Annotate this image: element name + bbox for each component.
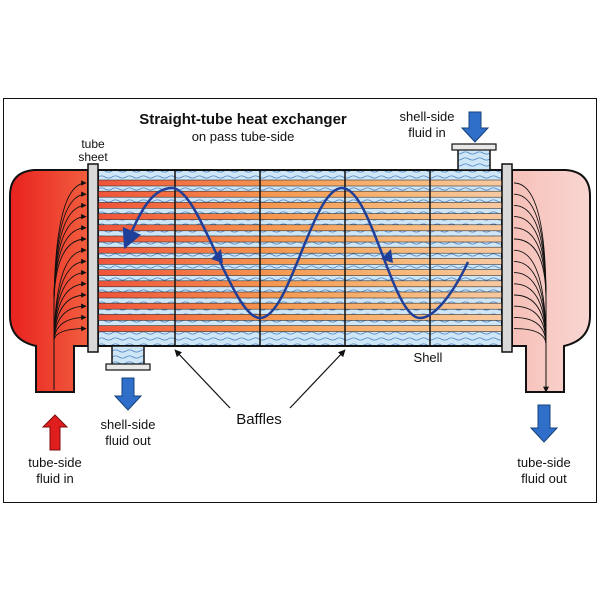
tube	[97, 235, 503, 243]
shell-outlet-arrow-icon	[113, 377, 143, 411]
shell-inlet-nozzle	[457, 147, 491, 171]
shell-outlet-flange	[105, 363, 151, 371]
tube-sheet-label-line1: tube	[81, 137, 105, 151]
tube-outlet-arrow-icon	[529, 404, 559, 443]
tube-sheet-left	[87, 163, 99, 353]
tube-out-label-line1: tube-side	[517, 455, 570, 470]
tube-inlet-flow-arrow	[53, 325, 87, 341]
shell-in-label-line2: fluid in	[408, 125, 446, 140]
tube	[97, 213, 503, 220]
tube-in-label-line1: tube-side	[28, 455, 81, 470]
tube	[97, 258, 503, 265]
shell-in-label-line1: shell-side	[400, 109, 455, 124]
tube	[97, 280, 503, 288]
tube	[97, 325, 503, 332]
tube-inlet-arrow-icon	[41, 414, 69, 451]
shell-inlet-flange	[451, 143, 497, 151]
tube	[97, 291, 503, 299]
flow-direction-arrow-1	[381, 249, 393, 263]
baffles-label: Baffles	[236, 411, 282, 428]
shell-inlet-arrow-icon	[460, 111, 490, 143]
shell-out-label-line1: shell-side	[101, 417, 156, 432]
tube-out-label-line2: fluid out	[521, 471, 567, 486]
tube	[97, 224, 503, 232]
tube-inlet-flow-arrow	[53, 236, 87, 301]
shell-side-flow-path	[122, 186, 470, 320]
shell-outlet-nozzle	[111, 345, 145, 367]
shell-label: Shell	[414, 350, 443, 365]
tube-outlet-flow-arrow	[513, 238, 547, 301]
diagram-title: Straight-tube heat exchanger	[139, 111, 347, 128]
diagram-subtitle: on pass tube-side	[192, 129, 295, 144]
tube	[97, 202, 503, 209]
tube	[97, 314, 503, 321]
baffle-pointer-left	[174, 349, 231, 409]
tube-in-label-line2: fluid in	[36, 471, 74, 486]
flow-direction-arrow-2	[211, 249, 223, 263]
tube-sheet-right	[501, 163, 513, 353]
baffle-pointer-right	[289, 349, 346, 409]
tube-inlet-flow-arrow	[53, 314, 87, 341]
tube-sheet-label-line2: sheet	[78, 150, 108, 164]
tube	[97, 269, 503, 276]
tube	[97, 179, 503, 187]
inlet-head	[9, 169, 89, 393]
outlet-head	[511, 169, 591, 393]
shell-out-label-line2: fluid out	[105, 433, 151, 448]
